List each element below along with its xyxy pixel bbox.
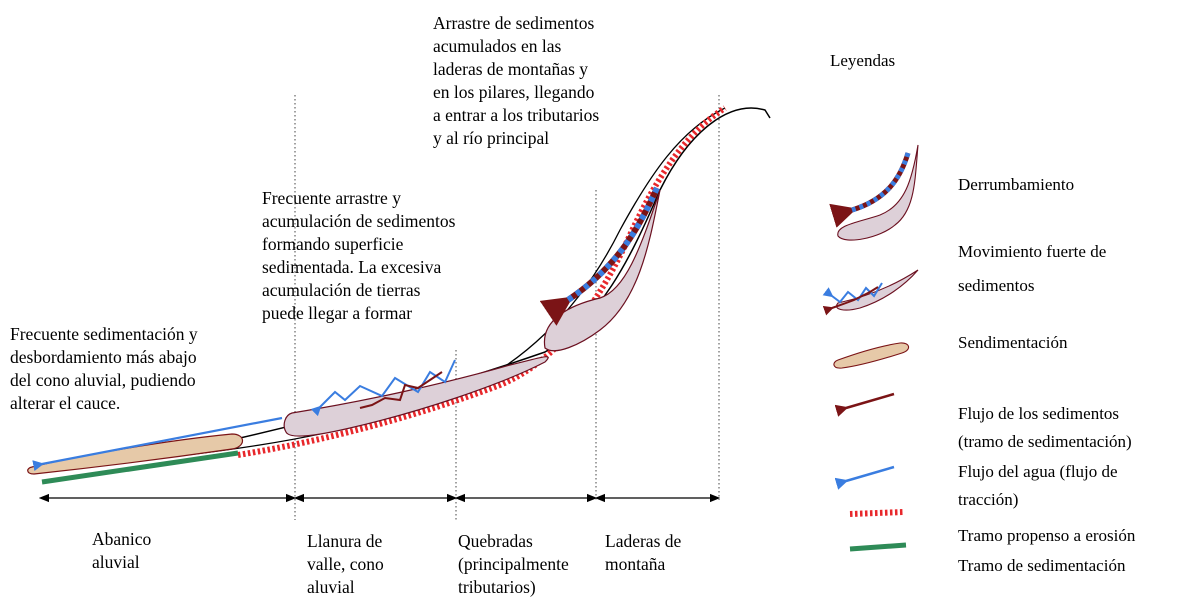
zone-label-quebradas: Quebradas (principalmente tributarios): [458, 531, 569, 597]
legend-label-sedimentation: Sendimentación: [958, 333, 1068, 352]
legend-sediment-flow-icon: [834, 392, 895, 417]
zigzag-sediment: [359, 371, 443, 409]
zone-label-abanico: Abanico aluvial: [92, 529, 152, 572]
zone-dividers: [294, 95, 720, 520]
deposition-reach: [41, 450, 239, 485]
legend-title: Leyendas: [830, 51, 896, 70]
legend-label-sediment-flow: Flujo de los sedimentos (tramo de sedime…: [958, 404, 1132, 451]
legend-label-strong-movement: Movimiento fuerte de sedimentos: [958, 242, 1107, 295]
legend-water-flow-icon: [834, 465, 895, 490]
landslide-arrow: [539, 186, 660, 326]
landslide-deposit: [543, 189, 661, 352]
legend-landslide-icon: [829, 144, 919, 241]
zone-label-laderas: Laderas de montaña: [605, 531, 682, 574]
legend-strong-movement-icon: [822, 269, 919, 316]
legend-sedimentation-icon: [833, 342, 910, 369]
legend-graphics: [822, 144, 919, 552]
legend-erosion-icon: [849, 509, 905, 517]
legend-label-water-flow: Flujo del agua (flujo de tracción): [958, 462, 1118, 509]
legend-label-erosion: Tramo propenso a erosión: [958, 526, 1136, 545]
legend-deposition-icon: [849, 542, 907, 552]
annotation-fan: Frecuente sedimentación y desbordamiento…: [10, 324, 198, 413]
zigzag-water: [310, 359, 456, 417]
water-flow-arrow: [32, 416, 283, 472]
legend-label-deposition: Tramo de sedimentación: [958, 556, 1126, 575]
valley-deposit: [283, 356, 549, 437]
annotation-upper-slopes: Arrastre de sedimentos acumulados en las…: [433, 13, 600, 148]
legend-label-landslide: Derrumbamiento: [958, 175, 1075, 194]
zone-label-llanura: Llanura de valle, cono aluvial: [307, 531, 384, 597]
annotation-valley: Frecuente arrastre y acumulación de sedi…: [262, 188, 456, 323]
